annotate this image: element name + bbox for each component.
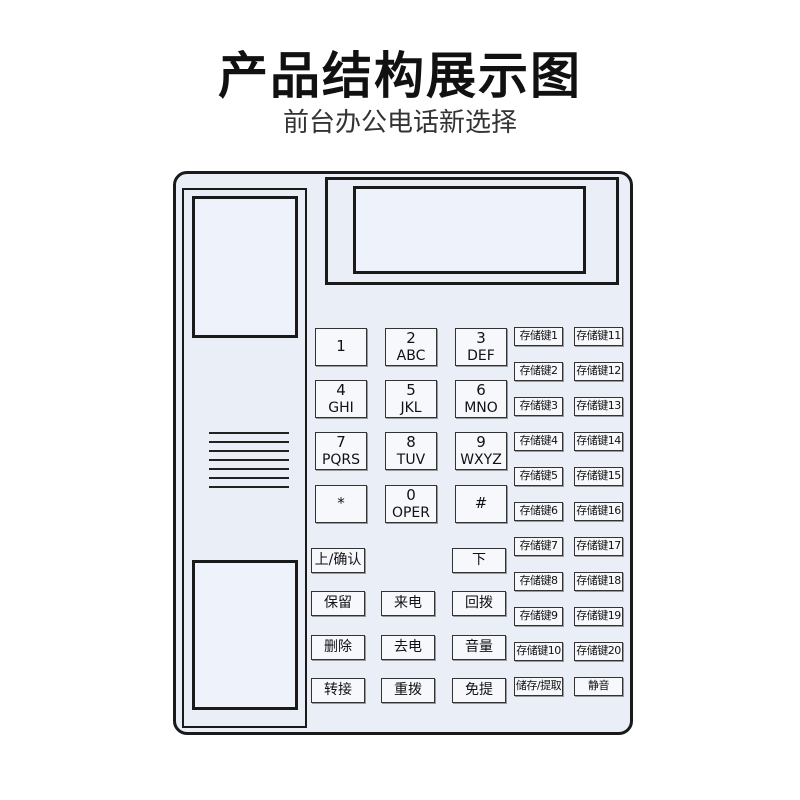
callback-button[interactable]: 回拨 [452,591,506,616]
mute-button[interactable]: 静音 [574,677,623,696]
delete-button[interactable]: 删除 [311,635,365,660]
speaker-grille [209,432,289,495]
key-digit: 2 [406,329,416,348]
key-letters: PQRS [321,451,361,468]
key-letters: DEF [467,347,495,364]
page-title: 产品结构展示图 [218,47,582,105]
key-letters: TUV [396,451,426,468]
key-letters: GHI [328,399,354,416]
key-digit: 6 [476,381,486,400]
store-recall-button[interactable]: 储存/提取 [514,677,563,696]
dial-key-9[interactable]: 9 WXYZ [455,432,507,470]
key-digit: 0 [406,486,416,505]
memory-key-5[interactable]: 存储键5 [514,467,563,486]
dial-key-star[interactable]: * [315,485,367,523]
memory-key-13[interactable]: 存储键13 [574,397,623,416]
dial-key-0[interactable]: 0 OPER [385,485,437,523]
dial-key-7[interactable]: 7 PQRS [315,432,367,470]
grille-line [209,450,289,452]
memory-key-15[interactable]: 存储键15 [574,467,623,486]
memory-key-14[interactable]: 存储键14 [574,432,623,451]
memory-key-18[interactable]: 存储键18 [574,572,623,591]
memory-key-4[interactable]: 存储键4 [514,432,563,451]
memory-key-9[interactable]: 存储键9 [514,607,563,626]
memory-key-8[interactable]: 存储键8 [514,572,563,591]
key-letters: OPER [391,504,431,521]
key-letters: WXYZ [460,451,502,468]
memory-key-1[interactable]: 存储键1 [514,327,563,346]
handset-earpiece [192,196,298,338]
outgoing-calls-button[interactable]: 去电 [381,635,435,660]
key-letters: JKL [400,399,422,416]
key-digit: 5 [406,381,416,400]
key-digit: 7 [336,433,346,452]
memory-key-2[interactable]: 存储键2 [514,362,563,381]
grille-line [209,468,289,470]
key-digit: 9 [476,433,486,452]
memory-key-3[interactable]: 存储键3 [514,397,563,416]
key-letters: ABC [396,347,426,364]
handsfree-button[interactable]: 免提 [452,678,506,703]
memory-key-11[interactable]: 存储键11 [574,327,623,346]
transfer-button[interactable]: 转接 [311,678,365,703]
memory-key-12[interactable]: 存储键12 [574,362,623,381]
memory-key-7[interactable]: 存储键7 [514,537,563,556]
key-digit: * [337,494,345,513]
grille-line [209,441,289,443]
page-subtitle: 前台办公电话新选择 [282,108,517,138]
dial-key-3[interactable]: 3 DEF [455,328,507,366]
down-button[interactable]: 下 [452,548,506,573]
volume-button[interactable]: 音量 [452,635,506,660]
memory-key-16[interactable]: 存储键16 [574,502,623,521]
dial-key-6[interactable]: 6 MNO [455,380,507,418]
incoming-calls-button[interactable]: 来电 [381,591,435,616]
grille-line [209,432,289,434]
key-digit: # [474,494,488,513]
dial-key-8[interactable]: 8 TUV [385,432,437,470]
key-digit: 1 [336,337,346,356]
key-digit: 3 [476,329,486,348]
key-letters: MNO [464,399,498,416]
grille-line [209,477,289,479]
memory-key-6[interactable]: 存储键6 [514,502,563,521]
handset-mouthpiece [192,560,298,710]
key-digit: 8 [406,433,416,452]
grille-line [209,459,289,461]
dial-key-1[interactable]: 1 [315,328,367,366]
memory-key-17[interactable]: 存储键17 [574,537,623,556]
key-digit: 4 [336,381,346,400]
dial-key-2[interactable]: 2 ABC [385,328,437,366]
memory-key-19[interactable]: 存储键19 [574,607,623,626]
up-confirm-button[interactable]: 上/确认 [311,548,365,573]
redial-button[interactable]: 重拨 [381,678,435,703]
dial-key-hash[interactable]: # [455,485,507,523]
memory-key-20[interactable]: 存储键20 [574,642,623,661]
memory-key-10[interactable]: 存储键10 [514,642,563,661]
grille-line [209,486,289,488]
dial-key-4[interactable]: 4 GHI [315,380,367,418]
dial-key-5[interactable]: 5 JKL [385,380,437,418]
display-screen [353,186,586,274]
hold-button[interactable]: 保留 [311,591,365,616]
